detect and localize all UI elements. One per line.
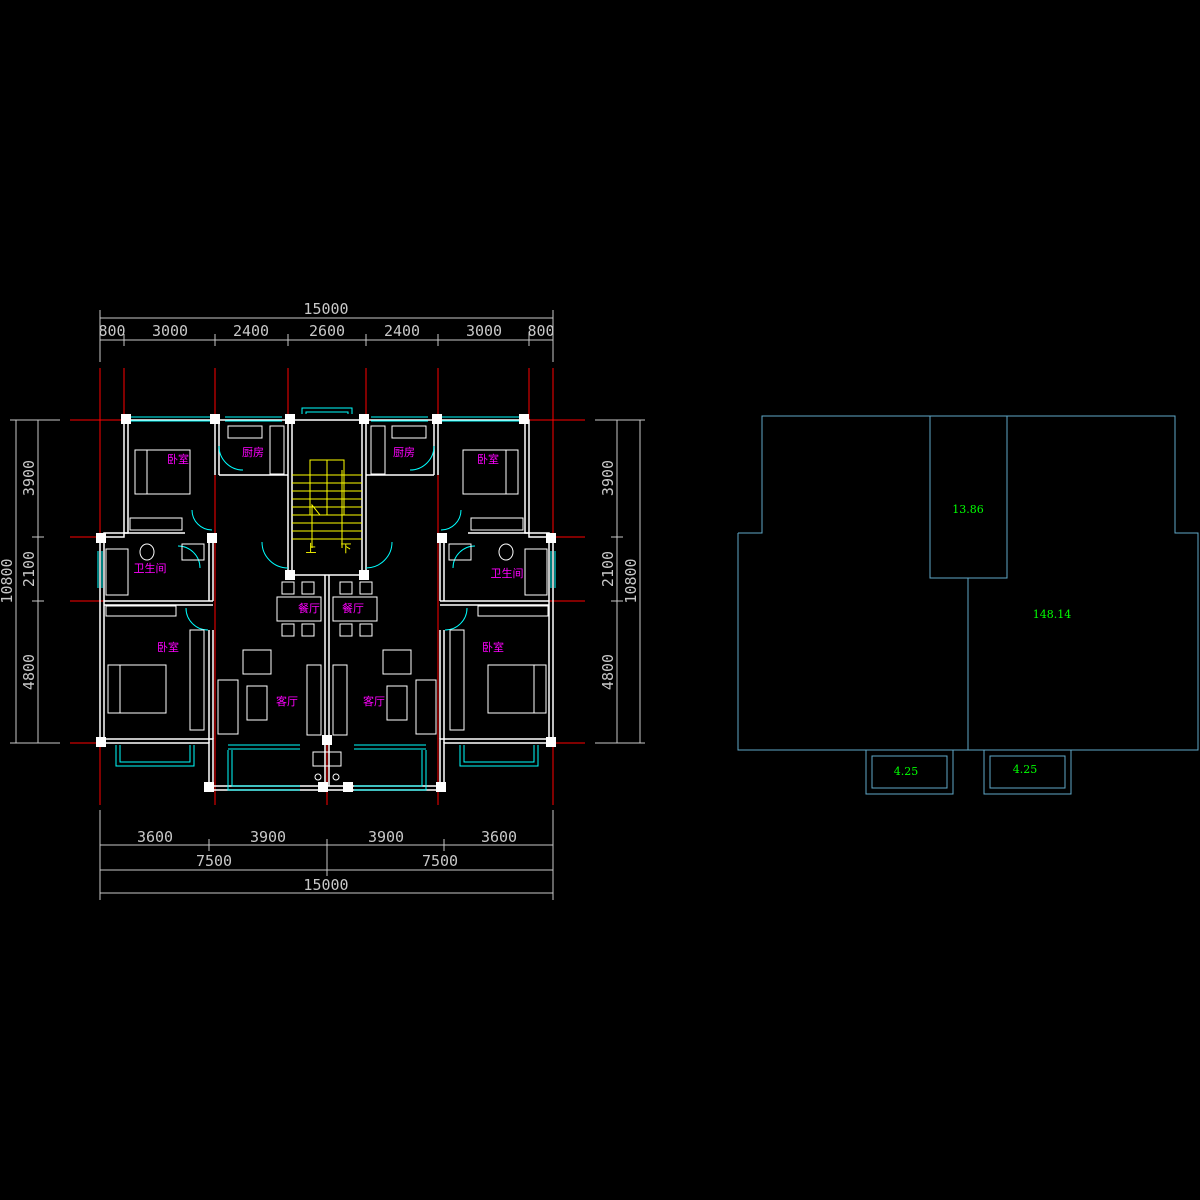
dim-top-seg-4: 2600 (309, 322, 345, 340)
dim-bottom-seg-4: 3600 (481, 828, 517, 846)
area-label-balcony-right: 4.25 (1013, 763, 1038, 776)
dim-left-seg-3: 4800 (20, 654, 38, 690)
dim-right-total: 10800 (622, 558, 640, 603)
staircase (292, 459, 362, 548)
dim-top-seg-7: 800 (527, 322, 554, 340)
stair-up-label: 上 (306, 542, 317, 555)
dim-right-seg-3: 4800 (599, 654, 617, 690)
dim-bottom-total: 15000 (303, 876, 348, 894)
area-label-main: 148.14 (1033, 608, 1072, 621)
room-label-living-left: 客厅 (276, 694, 298, 708)
dim-top-seg-6: 3000 (466, 322, 502, 340)
dim-top-seg-3: 2400 (233, 322, 269, 340)
room-label-living-right: 客厅 (363, 694, 385, 708)
room-label-dining-left: 餐厅 (298, 601, 320, 615)
room-label-kitchen-left: 厨房 (242, 446, 264, 459)
windows (97, 407, 556, 791)
area-outline (737, 415, 1199, 795)
area-label-stair: 13.86 (952, 503, 984, 516)
dim-bottom-seg-2: 3900 (250, 828, 286, 846)
room-label-bedroom-tl: 卧室 (167, 452, 189, 466)
room-label-dining-right: 餐厅 (342, 601, 364, 615)
dim-right-seg-1: 3900 (599, 460, 617, 496)
dim-bottom-seg-1: 3600 (137, 828, 173, 846)
room-label-bath-right: 卫生间 (491, 566, 524, 580)
dim-top-seg-2: 3000 (152, 322, 188, 340)
dim-bottom-half-1: 7500 (196, 852, 232, 870)
area-label-balcony-left: 4.25 (894, 765, 919, 778)
dim-top-seg-1: 800 (98, 322, 125, 340)
dim-bottom-half-2: 7500 (422, 852, 458, 870)
dim-left-total: 10800 (0, 558, 16, 603)
room-label-bedroom-br: 卧室 (482, 640, 504, 654)
dim-right-seg-2: 2100 (599, 551, 617, 587)
room-label-bath-left: 卫生间 (134, 561, 167, 575)
dim-bottom-seg-3: 3900 (368, 828, 404, 846)
dimension-lines (10, 310, 645, 900)
room-label-bedroom-tr: 卧室 (477, 452, 499, 466)
dim-top-seg-5: 2400 (384, 322, 420, 340)
dim-left-seg-1: 3900 (20, 460, 38, 496)
furniture (105, 425, 549, 781)
room-label-bedroom-bl: 卧室 (157, 640, 179, 654)
dim-left-seg-2: 2100 (20, 551, 38, 587)
columns (96, 414, 556, 792)
room-label-kitchen-right: 厨房 (393, 446, 415, 459)
stair-down-label: 下 (341, 542, 352, 555)
dim-top-total: 15000 (303, 300, 348, 318)
